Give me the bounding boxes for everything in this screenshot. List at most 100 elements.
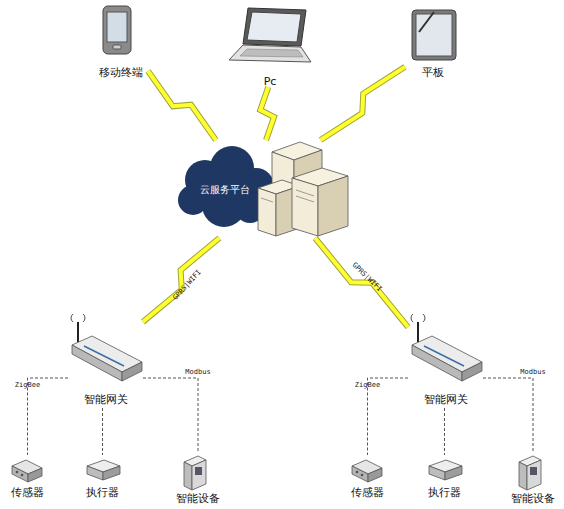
device-icon-part — [527, 460, 541, 490]
sensor-icon-part — [368, 468, 382, 482]
bus-line — [483, 378, 533, 452]
terminal-node: 移动终端 — [93, 4, 148, 82]
node-label: 移动终端 — [93, 66, 148, 79]
sensor-icon-part — [21, 474, 23, 476]
sensor-icon — [352, 460, 382, 482]
sensor-icon-part — [12, 466, 28, 482]
node-label: 执行器 — [80, 486, 125, 499]
tablet-icon-part — [416, 14, 452, 56]
bus-path — [483, 378, 533, 452]
actuator-icon — [429, 460, 462, 480]
actuator-icon-part — [103, 466, 120, 480]
bolt-outline — [143, 238, 219, 322]
device-icon-part — [192, 460, 206, 490]
bolt-outline — [321, 67, 405, 140]
bus-path — [368, 378, 409, 455]
device-icon — [184, 456, 206, 490]
phone-icon-part — [107, 12, 127, 42]
gateway-icon-part — [71, 314, 85, 322]
server-icon-part — [318, 176, 348, 236]
bus-line — [444, 408, 445, 455]
gateway-icon-part — [412, 345, 462, 381]
link-label: ZigBee — [355, 381, 380, 389]
link-label: GPRS|WIFI — [171, 269, 202, 302]
wireless-link — [148, 71, 216, 140]
bolt-fill — [148, 71, 216, 140]
laptop-icon-part — [240, 49, 303, 57]
node-label: 云服务平台 — [180, 183, 270, 196]
server-icon-part — [261, 198, 273, 202]
sensor-node: 传感器 — [345, 455, 390, 503]
node-label: 智能网关 — [408, 393, 483, 406]
gateway-icon-part — [122, 362, 142, 381]
terminal-node: Pc — [230, 5, 310, 87]
bus-path — [143, 378, 198, 452]
gateway-icon-part — [424, 346, 464, 366]
terminal-node: 平板 — [405, 4, 460, 82]
sensor-node: 传感器 — [5, 455, 50, 503]
bolt-fill — [143, 238, 219, 322]
wireless-link — [143, 238, 219, 322]
device-icon-part — [184, 462, 192, 490]
device-icon-part — [519, 462, 527, 490]
device-icon — [519, 456, 541, 490]
node-label: 传感器 — [345, 486, 390, 499]
phone-icon-part — [113, 45, 121, 49]
gateway-icon-part — [72, 345, 122, 381]
node-label: 传感器 — [5, 486, 50, 499]
actuator-icon-part — [87, 466, 103, 480]
wireless-link — [260, 87, 274, 140]
wireless-link — [321, 67, 405, 140]
bus-path — [444, 408, 445, 455]
tablet-icon-part — [412, 10, 456, 60]
sensor-icon — [12, 460, 42, 482]
phone-icon-part — [103, 6, 131, 54]
gateway-icon-part — [411, 314, 425, 322]
link-label: Modbus — [520, 368, 545, 376]
device-icon-part — [530, 467, 537, 475]
node-label: Pc — [230, 75, 310, 88]
node-label: 平板 — [405, 66, 460, 79]
actuator-icon — [87, 460, 120, 480]
link-label: Modbus — [185, 368, 210, 376]
gateway-node: 智能网关 — [408, 318, 483, 408]
node-label: 执行器 — [422, 486, 467, 499]
laptop-icon-part — [229, 45, 311, 62]
device-node: 智能设备 — [505, 452, 561, 507]
laptop-icon-part — [243, 8, 306, 46]
node-label: 智能网关 — [68, 393, 143, 406]
bus-path — [102, 408, 103, 455]
link-label: GPRS|WIFI — [351, 261, 384, 293]
laptop-icon — [229, 8, 311, 62]
device-node: 智能设备 — [170, 452, 226, 507]
gateway-icon-part — [462, 362, 482, 381]
actuator-icon-part — [429, 466, 445, 480]
bus-line — [28, 378, 69, 455]
wireless-link — [315, 238, 408, 327]
node-label: 智能设备 — [170, 492, 226, 505]
tablet-icon-part — [419, 12, 434, 32]
server-icon-part — [292, 178, 318, 236]
bolt-fill — [315, 238, 408, 327]
actuator-node: 执行器 — [422, 455, 467, 503]
actuator-icon-part — [445, 466, 462, 480]
bus-line — [368, 378, 409, 455]
bus-line — [143, 378, 198, 452]
device-icon-part — [195, 467, 202, 475]
gateway-icon-part — [417, 322, 419, 342]
sensor-icon-part — [16, 471, 18, 473]
bus-line — [102, 408, 103, 455]
cloud-node: 云服务平台 — [178, 140, 350, 238]
bolt-outline — [260, 87, 274, 140]
sensor-icon-part — [28, 468, 42, 482]
gateway-icon-part — [77, 322, 79, 342]
laptop-icon-part — [247, 12, 301, 42]
tablet-icon — [412, 10, 456, 60]
phone-icon — [103, 6, 131, 54]
link-label: ZigBee — [15, 381, 40, 389]
bolt-fill — [260, 87, 274, 140]
gateway-icon — [71, 314, 142, 381]
server-icon-part — [296, 196, 314, 202]
